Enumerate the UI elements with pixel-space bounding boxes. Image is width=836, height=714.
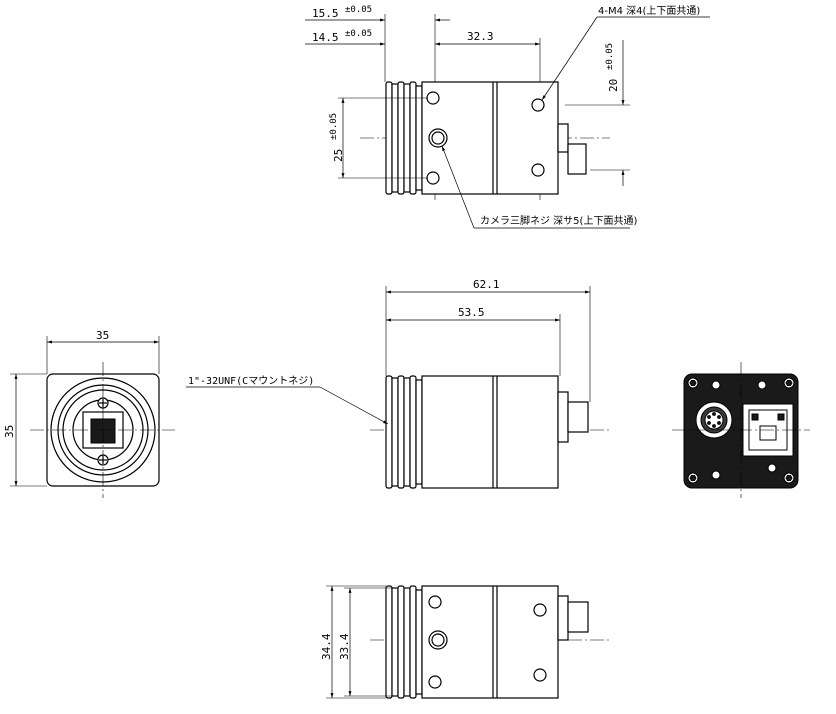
- dim-15-5: 15.5: [312, 7, 339, 20]
- dim-14-5-tol: ±0.05: [345, 29, 372, 39]
- side-view: [370, 375, 610, 489]
- dim-14-5: 14.5: [312, 31, 339, 44]
- rear-view: [672, 362, 810, 498]
- bottom-view-dimensions: 34.4 33.4: [320, 585, 392, 699]
- front-view-dimensions: 35 35: [3, 329, 160, 487]
- dim-32-3: 32.3: [467, 30, 494, 43]
- note-mount: 1"-32UNF(Cマウントネジ): [188, 375, 314, 387]
- dim-35-height: 35: [3, 425, 16, 438]
- bottom-view: [370, 585, 610, 699]
- top-view-dimensions: 15.5 ±0.05 14.5 ±0.05 32.3 20 ±0.05 25 ±…: [305, 5, 710, 229]
- dim-25-tol: ±0.05: [329, 113, 339, 140]
- dim-25: 25: [332, 149, 345, 162]
- note-tripod: カメラ三脚ネジ 深サ5(上下面共通): [480, 214, 637, 227]
- dim-20-tol: ±0.05: [605, 43, 615, 70]
- dim-53-5: 53.5: [458, 306, 485, 319]
- note-m4-holes: 4-M4 深4(上下面共通): [598, 5, 700, 17]
- top-view: [360, 78, 610, 200]
- front-view: [30, 362, 175, 498]
- dim-62-1: 62.1: [473, 278, 500, 291]
- dim-35-width: 35: [96, 329, 109, 342]
- side-view-dimensions: 62.1 53.5 1"-32UNF(Cマウントネジ): [186, 278, 591, 425]
- dim-33-4: 33.4: [338, 633, 351, 660]
- dim-34-4: 34.4: [320, 633, 333, 660]
- dim-15-5-tol: ±0.05: [345, 5, 372, 15]
- dim-20: 20: [607, 79, 620, 92]
